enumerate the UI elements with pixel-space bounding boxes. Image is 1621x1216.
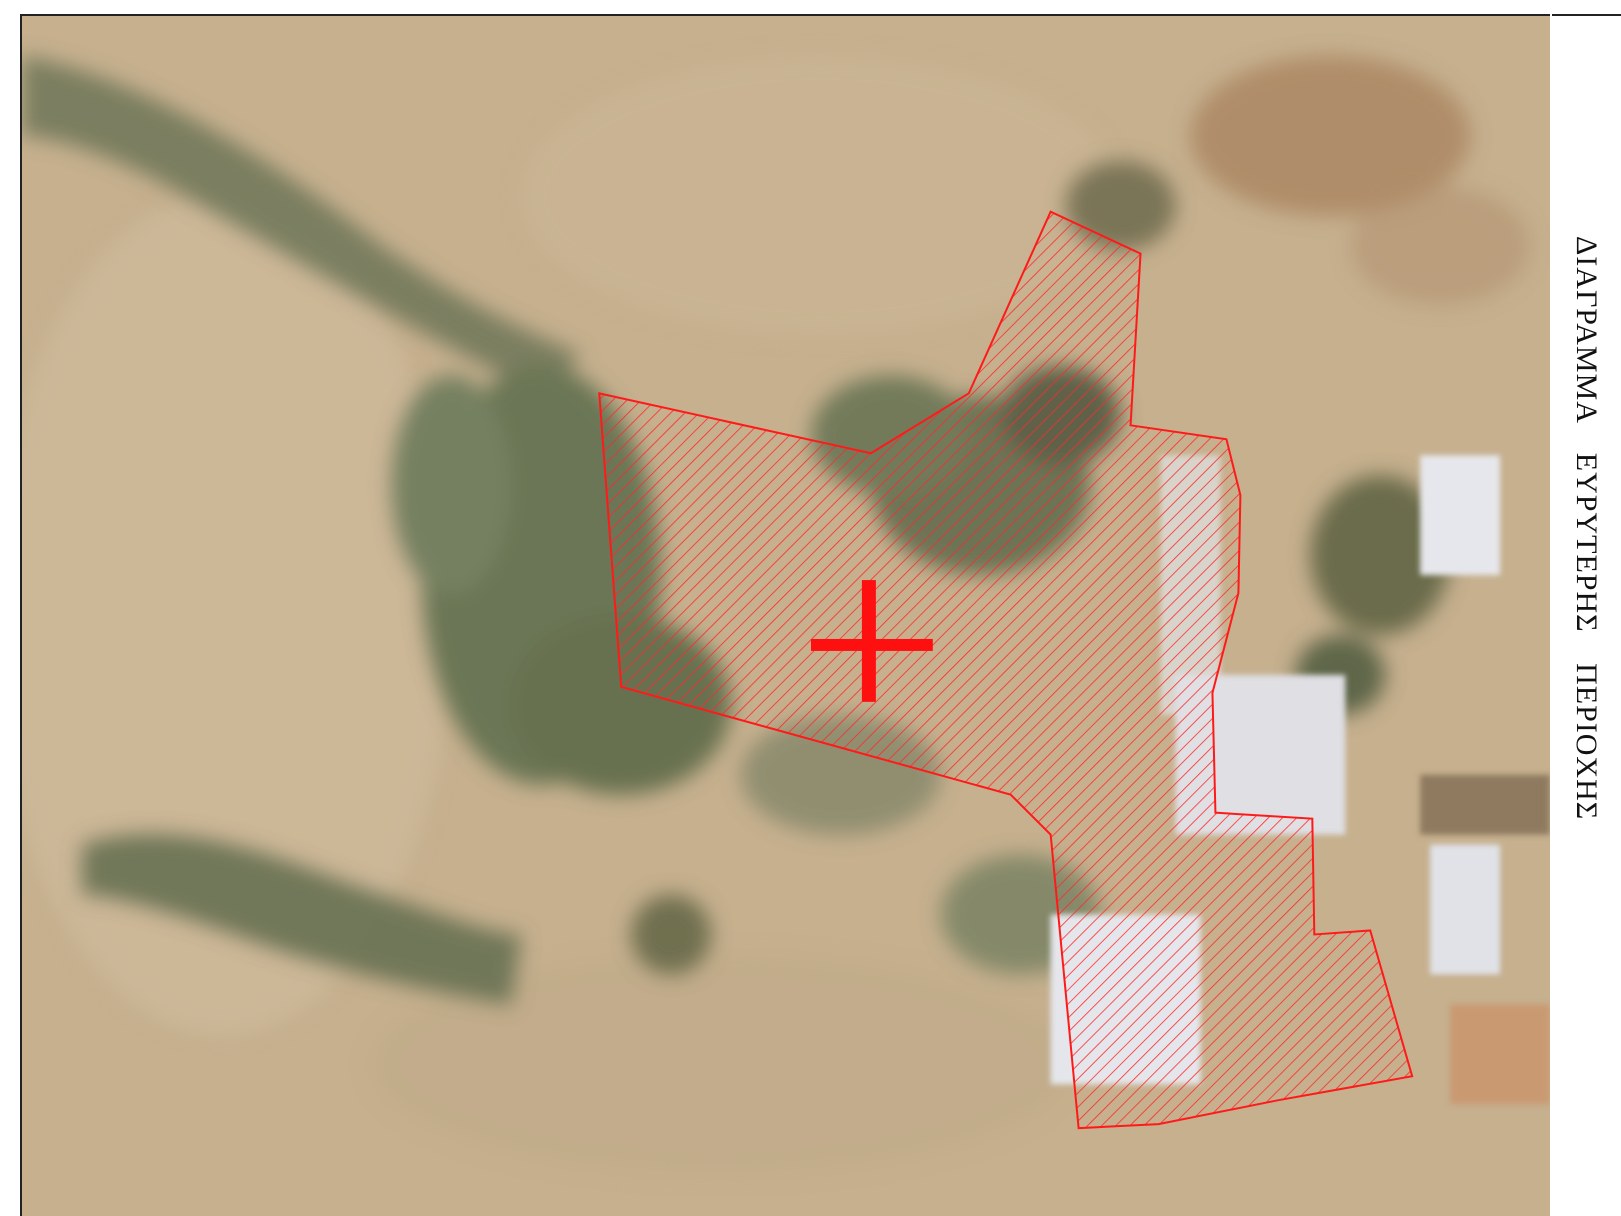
aerial-image [22, 16, 1550, 1216]
cross-marker-icon [810, 580, 933, 702]
terrain-texture [22, 55, 1531, 1175]
site-boundary-polygon[interactable] [598, 210, 1414, 1130]
map-title: ΔΙΑΓΡΑΜΜΑ ΕΥΡΥΤΕΡΗΣ ΠΕΡΙΟΧΗΣ [1570, 236, 1603, 821]
aerial-map[interactable] [20, 14, 1550, 1216]
title-panel [1552, 14, 1621, 1216]
